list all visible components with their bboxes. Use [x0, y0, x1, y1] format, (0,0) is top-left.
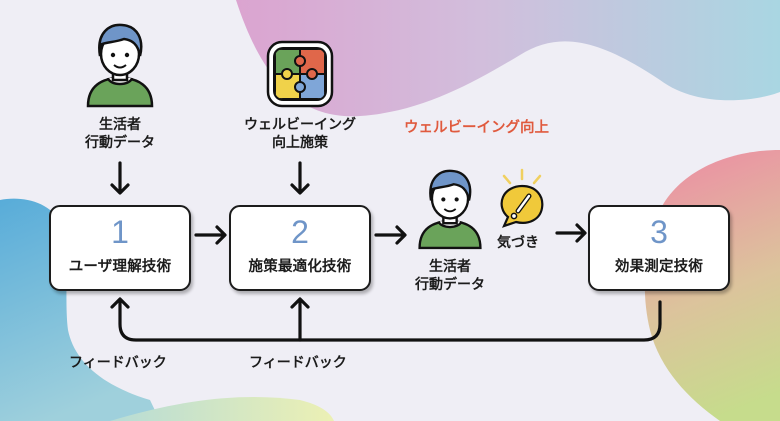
- arrow-step-2-to-consumer: [374, 225, 407, 245]
- bottom-light-blob: [110, 396, 334, 421]
- person-icon: [418, 169, 482, 250]
- left-blue-blob: [0, 198, 160, 421]
- arrow-step-1-to-step-2: [194, 225, 227, 245]
- step-1-user-understanding: 1 ユーザ理解技術: [49, 205, 191, 291]
- caption-consumer-data-mid: 生活者 行動データ: [400, 258, 500, 294]
- step-number: 3: [650, 214, 668, 250]
- caption-wellbeing-measures: ウェルビーイング 向上施策: [238, 116, 362, 152]
- feedback-loop-arrow: [110, 297, 662, 342]
- caption-line-2: 行動データ: [85, 135, 155, 151]
- person-icon: [86, 23, 154, 108]
- step-label: ユーザ理解技術: [68, 259, 172, 275]
- step-2-measure-optimization: 2 施策最適化技術: [229, 205, 371, 291]
- lightbulb-speech-bubble-icon: [500, 168, 544, 228]
- puzzle-icon: [266, 40, 334, 108]
- step-label: 施策最適化技術: [248, 259, 352, 275]
- caption-line-1: 生活者: [429, 259, 471, 275]
- arrow-down-to-step-2: [290, 161, 310, 195]
- arrow-insight-to-step-3: [555, 223, 587, 243]
- step-label: 効果測定技術: [614, 259, 704, 275]
- feedback-label-1: フィードバック: [69, 355, 167, 371]
- insight-label: 気づき: [497, 235, 539, 251]
- step-3-effect-measurement: 3 効果測定技術: [588, 205, 730, 291]
- step-number: 2: [291, 214, 309, 250]
- top-wave-blob: [236, 0, 780, 117]
- goal-label: ウェルビーイング向上: [404, 120, 549, 136]
- caption-line-2: 行動データ: [415, 277, 485, 293]
- caption-line-2: 向上施策: [272, 135, 328, 151]
- caption-consumer-data-top: 生活者 行動データ: [70, 116, 170, 152]
- arrow-down-to-step-1: [110, 161, 130, 195]
- caption-line-1: 生活者: [99, 117, 141, 133]
- caption-line-1: ウェルビーイング: [244, 117, 356, 133]
- feedback-label-2: フィードバック: [249, 355, 347, 371]
- step-number: 1: [111, 214, 129, 250]
